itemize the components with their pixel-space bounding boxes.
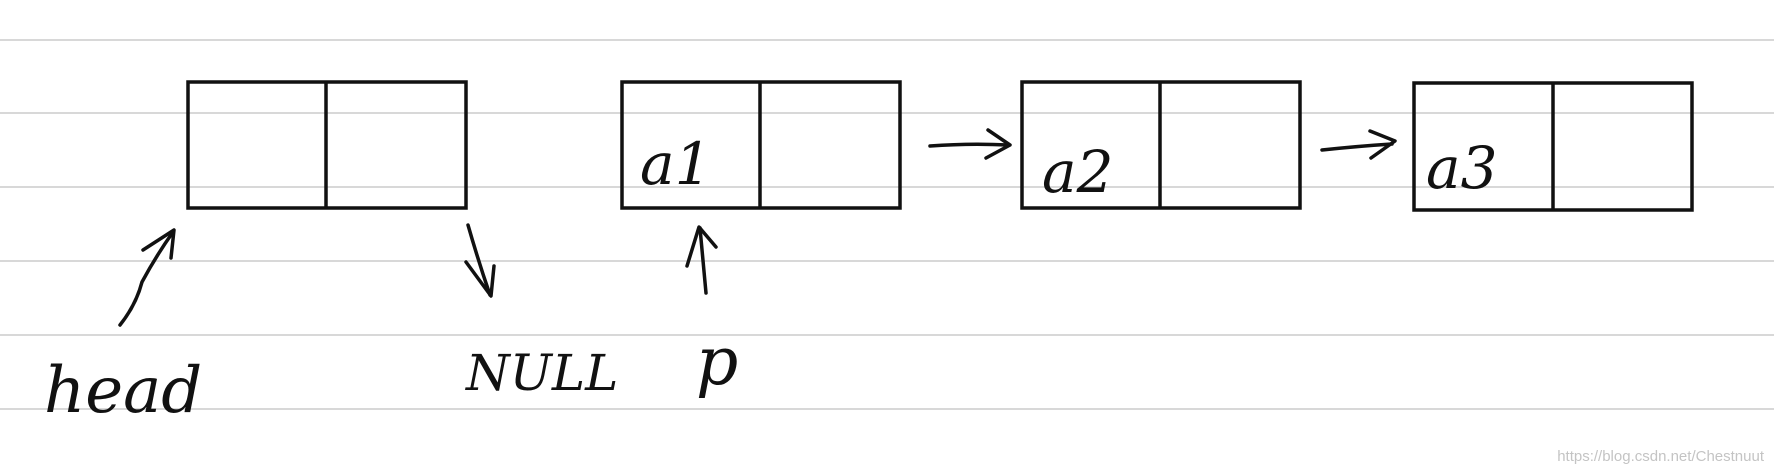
p-label: p xyxy=(696,323,738,400)
arrow-a1-to-a2-head xyxy=(984,128,1012,160)
head-pointer-head xyxy=(141,228,176,260)
node-a2-data: a2 xyxy=(1042,138,1113,206)
node-a1 xyxy=(620,80,902,210)
arrow-a2-to-a3 xyxy=(1320,142,1394,152)
p-pointer-head xyxy=(685,225,718,268)
link-arrows xyxy=(928,128,1397,160)
watermark: https://blog.csdn.net/Chestnuut xyxy=(1557,448,1764,465)
head-node xyxy=(186,80,468,210)
arrow-a1-to-a2 xyxy=(928,142,1010,148)
p-pointer-line xyxy=(698,226,708,295)
head-label: head xyxy=(44,354,202,428)
node-a3 xyxy=(1412,81,1694,212)
node-a1-data: a1 xyxy=(640,130,711,198)
arrow-a2-to-a3-head xyxy=(1368,129,1397,160)
ruled-lines xyxy=(0,39,1774,410)
null-pointer-head xyxy=(464,260,496,298)
null-pointer-arrow xyxy=(464,223,496,298)
head-pointer-arrow xyxy=(118,228,176,327)
p-pointer-arrow xyxy=(685,225,718,295)
null-label: NULL xyxy=(465,344,618,402)
node-a3-data: a3 xyxy=(1426,134,1497,202)
head-pointer-line xyxy=(118,230,175,327)
null-pointer-line xyxy=(466,223,492,297)
node-a2 xyxy=(1020,80,1302,210)
